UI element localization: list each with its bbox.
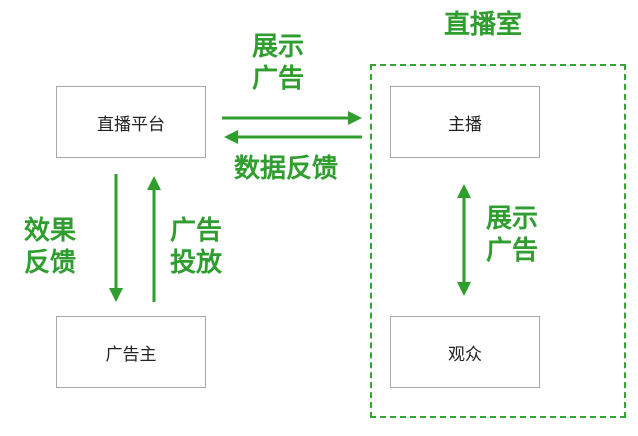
node-audience-label: 观众 — [448, 344, 482, 365]
label-ad-delivery: 广告 投放 — [170, 216, 223, 278]
node-advertiser: 广告主 — [56, 316, 206, 388]
live-room-title: 直播室 — [444, 10, 523, 40]
arrow-host-audience-bidirectional — [457, 184, 471, 296]
node-host-label: 主播 — [448, 114, 482, 135]
node-advertiser-label: 广告主 — [105, 344, 157, 365]
label-effect-feedback: 效果 反馈 — [24, 216, 77, 278]
node-audience: 观众 — [390, 316, 540, 388]
label-show-ads-right: 展示 广告 — [486, 204, 539, 266]
label-show-ads-top: 展示 广告 — [252, 32, 305, 94]
node-live-platform-label: 直播平台 — [97, 114, 165, 135]
arrow-platform-to-host — [222, 111, 362, 125]
arrow-platform-to-advertiser — [109, 174, 123, 302]
node-host: 主播 — [390, 86, 540, 158]
live-room-container — [370, 64, 626, 418]
label-data-feedback: 数据反馈 — [234, 154, 339, 184]
node-live-platform: 直播平台 — [56, 86, 206, 158]
arrow-advertiser-to-platform — [147, 176, 161, 302]
arrow-host-to-platform — [224, 130, 362, 144]
